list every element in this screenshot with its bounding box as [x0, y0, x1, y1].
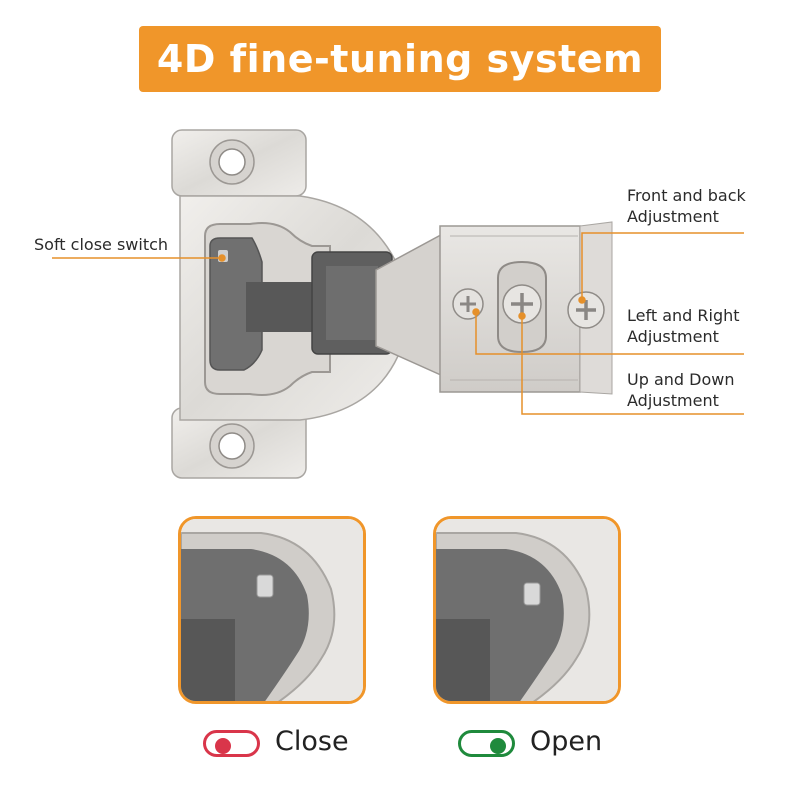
mounting-hole-top [209, 139, 255, 185]
callout-lines [52, 232, 744, 415]
close-detail-panel [178, 516, 366, 704]
screw-front-back-icon [567, 291, 605, 329]
left-right-label: Left and Right Adjustment [627, 305, 740, 347]
front-back-line1: Front and back [627, 186, 746, 205]
close-toggle-knob [215, 738, 231, 754]
front-back-label: Front and back Adjustment [627, 185, 746, 227]
up-down-line2: Adjustment [627, 391, 719, 410]
up-down-label: Up and Down Adjustment [627, 369, 734, 411]
title-banner: 4D fine-tuning system [139, 26, 661, 92]
open-toggle-icon [458, 730, 515, 757]
left-right-line2: Adjustment [627, 327, 719, 346]
open-toggle-knob [490, 738, 506, 754]
soft-close-switch-label: Soft close switch [34, 235, 169, 254]
page-title: 4D fine-tuning system [156, 37, 644, 81]
open-detail-panel [433, 516, 621, 704]
close-detail-image [181, 519, 363, 701]
up-down-line1: Up and Down [627, 370, 735, 389]
front-back-line2: Adjustment [627, 207, 719, 226]
open-label: Open [530, 726, 603, 757]
close-toggle-icon [203, 730, 260, 757]
mounting-hole-bottom [209, 423, 255, 469]
left-right-line1: Left and Right [627, 306, 740, 325]
open-detail-image [436, 519, 618, 701]
close-label: Close [275, 726, 349, 757]
soft-close-damper [209, 237, 393, 371]
